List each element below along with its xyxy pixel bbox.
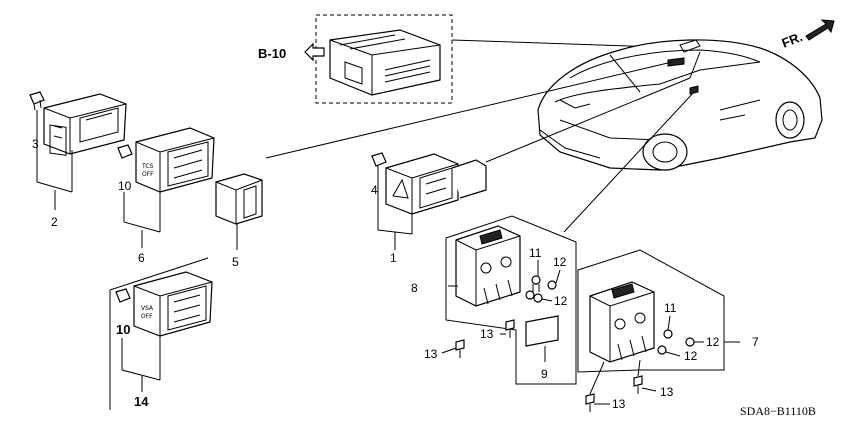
hazard-switch-part-1 <box>385 153 487 215</box>
callout-11-right: 11 <box>664 301 677 315</box>
panel-8-frame <box>445 215 577 385</box>
clip-part-3 <box>29 91 45 111</box>
vsa-label-line1: VSA <box>141 305 154 312</box>
label-part-9 <box>525 315 559 347</box>
callout-10-lower: 10 <box>116 322 130 337</box>
control-unit-group: B-10 <box>258 14 689 104</box>
front-direction-indicator: FR. <box>780 19 835 51</box>
panel-7-frame <box>577 249 725 373</box>
bolt-part-13-right-a <box>633 375 643 394</box>
callout-7: 7 <box>752 335 759 349</box>
tcs-label-line1: TCS <box>141 163 154 170</box>
callout-8: 8 <box>411 281 418 295</box>
fr-arrow-icon <box>805 19 835 41</box>
hazard-triangle-icon <box>392 178 409 199</box>
switch-part-2 <box>43 93 127 156</box>
clip-part-4 <box>371 152 387 167</box>
leader-switch-to-car <box>265 61 673 159</box>
callout-12-right-a: 12 <box>706 335 720 349</box>
leader-panel-to-car <box>563 91 695 233</box>
screw-part-11-mid <box>531 275 541 292</box>
screw-part-12-mid-c <box>533 293 543 303</box>
callout-9: 9 <box>541 367 548 381</box>
car-illustration <box>537 39 823 171</box>
callout-12-right-b: 12 <box>684 349 698 363</box>
screw-part-12-right-a <box>685 337 695 347</box>
callout-6: 6 <box>138 251 145 265</box>
clip-part-10-lower <box>115 288 131 303</box>
screw-part-12-mid-b <box>547 280 557 290</box>
ref-arrow <box>304 42 325 62</box>
bolt-part-13-mid-a <box>505 319 515 338</box>
callout-5: 5 <box>232 255 239 269</box>
bolt-part-13-right-b <box>585 393 595 412</box>
tcs-label-line2: OFF <box>142 171 154 178</box>
callout-10-upper: 10 <box>118 179 132 193</box>
clip-part-10-upper <box>117 144 133 159</box>
panel-part-7 <box>589 281 655 363</box>
switch-part-6-tcs: TCS OFF <box>135 127 215 193</box>
screw-part-12-right-b <box>657 345 667 355</box>
fr-label: FR. <box>780 29 805 51</box>
callout-13-mid-b: 13 <box>424 347 438 361</box>
panel-part-8 <box>455 225 521 307</box>
ref-label-b10: B-10 <box>258 46 286 61</box>
callout-11-mid: 11 <box>529 246 542 260</box>
leader-hazard-to-car <box>485 77 691 163</box>
screw-part-11-right <box>663 329 673 339</box>
control-unit <box>329 29 441 96</box>
callout-1: 1 <box>390 251 397 265</box>
callout-14: 14 <box>134 394 149 409</box>
callout-12-mid-a: 12 <box>553 255 567 269</box>
callout-13-right-a: 13 <box>660 385 674 399</box>
screw-part-12-mid-a <box>525 290 535 300</box>
bolt-part-13-mid-b <box>455 339 465 358</box>
callout-13-mid-a: 13 <box>480 327 494 341</box>
callout-4: 4 <box>371 183 378 197</box>
callout-2: 2 <box>51 215 58 229</box>
diagram-code: SDA8−B1110B <box>740 404 816 418</box>
callout-12-mid-b: 12 <box>554 294 568 308</box>
blank-cover-part-5 <box>215 173 263 225</box>
vsa-label-line2: OFF <box>141 313 153 320</box>
callout-3: 3 <box>32 137 39 151</box>
switch-part-14-vsa: VSA OFF <box>133 271 213 337</box>
callout-13-right-b: 13 <box>612 397 626 411</box>
